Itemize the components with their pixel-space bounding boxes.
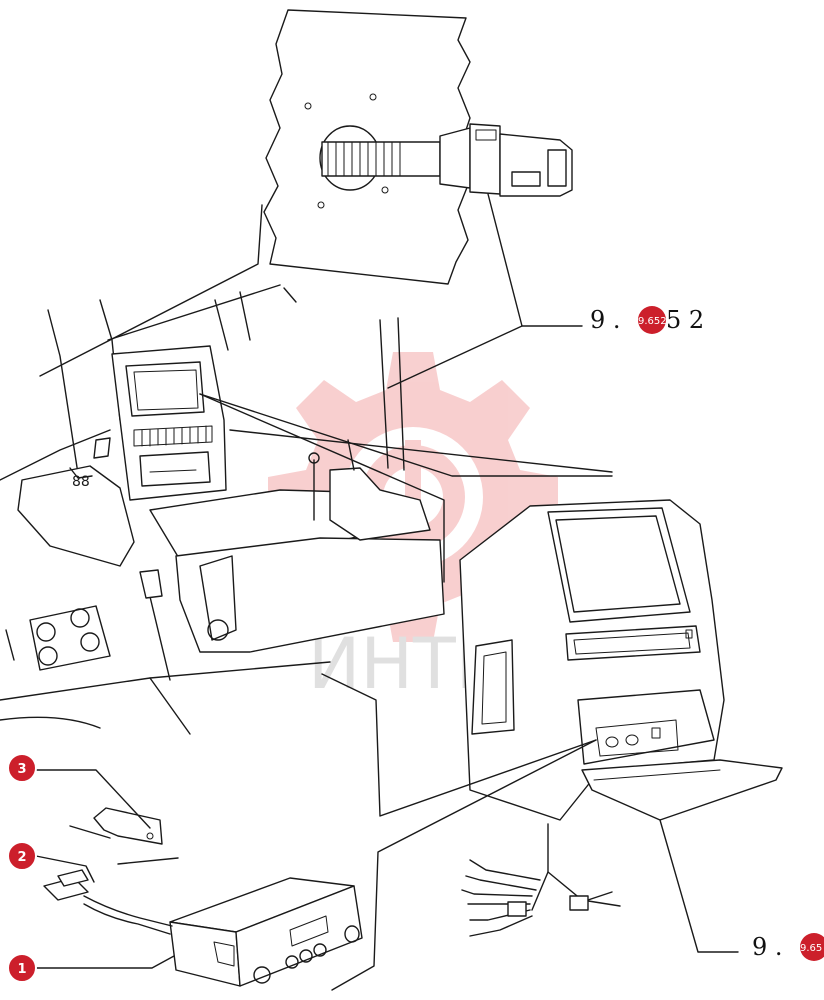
callout-1: 1 [7,953,37,983]
inset-leader-pillar [387,325,523,389]
cab-interior-scene: 88 [0,284,613,735]
dash-leader-a [199,393,445,583]
ref-badge-top-text: 9.652 [638,316,667,327]
leader-part-2 [35,855,95,883]
wiring-harness [43,869,173,935]
ref-badge-bottom-text: 9.65 [800,943,822,954]
ref-label-bottom-text: 9 . [752,933,783,961]
inset-leader-ref [487,193,583,327]
svg-text:88: 88 [72,474,90,490]
dash-leader-b [199,393,613,477]
leader-part-3 [35,769,151,829]
callout-1-label: 1 [18,962,27,977]
connector-detail-inset [263,9,573,285]
right-console-enlarged [459,499,783,937]
ref-label-bottom: 9 . 9.65 [752,933,824,961]
radio-mount-leader-b [321,673,597,817]
ref-badge-bottom [800,933,824,961]
corrugated-cable [321,141,441,177]
ref-badge-top [638,306,666,334]
ref-label-top: 9 . 9.652 5 2 [590,306,704,334]
callout-2-label: 2 [18,850,27,865]
radio-unit [169,877,363,987]
callout-3-label: 3 [18,762,27,777]
leader-part-1 [35,955,175,969]
floor-pedals [29,605,111,671]
callout-3: 3 [7,753,37,783]
ref-label-top-text: 9 . [590,306,621,334]
radio-mount-leader [331,739,597,991]
ref-leader-bottom [659,819,739,953]
bracket-clip [69,807,179,865]
connector-plug [439,123,573,197]
ref-label-top-tail: 5 2 [666,306,704,334]
callout-2: 2 [7,841,37,871]
